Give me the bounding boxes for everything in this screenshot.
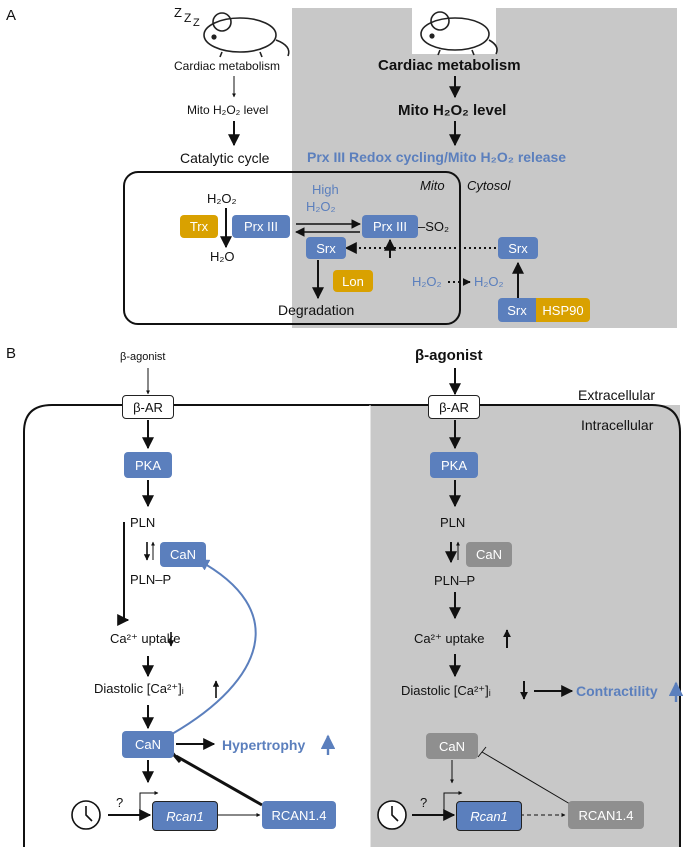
high-label: High	[312, 182, 339, 197]
clock-icon-right	[377, 800, 407, 830]
prx3-hyperoxidized-box: Prx III	[362, 215, 418, 238]
panel-b-stressed-background	[370, 405, 680, 847]
h2o-product: H₂O	[210, 249, 235, 264]
right-diastolic-ca: Diastolic [Ca²⁺]ᵢ	[401, 683, 491, 698]
right-beta-agonist: β-agonist	[415, 347, 483, 364]
arrow-br-transcription	[443, 791, 463, 815]
right-ca-uptake: Ca²⁺ uptake	[414, 631, 485, 646]
sleep-z-2: Z	[184, 11, 192, 25]
right-beta-ar-box: β-AR	[428, 395, 480, 419]
right-rcan1-gene-box: Rcan1	[456, 801, 522, 831]
panel-a-label: A	[6, 7, 17, 24]
left-ca-uptake: Ca²⁺ uptake	[110, 631, 181, 646]
so2-label: –SO₂	[418, 219, 450, 234]
hsp90-box: HSP90	[536, 298, 590, 322]
left-diastolic-ca: Diastolic [Ca²⁺]ᵢ	[94, 681, 184, 696]
right-rcan14-box: RCAN1.4	[568, 801, 644, 829]
clock-icon-left	[71, 800, 101, 830]
contractility-label: Contractility	[576, 683, 658, 699]
srx-hsp90-complex-srx: Srx	[498, 298, 536, 322]
sleep-z-3: Z	[193, 17, 200, 29]
left-can-box: CaN	[122, 731, 174, 758]
inhibit-bl-rcan14-can	[175, 754, 263, 807]
arrow-bl-pln-to-uptake	[117, 522, 130, 626]
cell-membrane	[23, 404, 681, 847]
arrow-bl-can-feedback	[171, 559, 257, 735]
left-mito-h2o2-level: Mito H₂O₂ level	[187, 103, 269, 117]
right-can-box: CaN	[426, 733, 478, 759]
high-h2o2-label: H₂O₂	[306, 199, 336, 214]
inhibit-br-rcan14-can	[481, 751, 571, 805]
sleeping-mouse-icon	[203, 12, 290, 58]
left-pka-box: PKA	[124, 452, 172, 478]
h2o2-substrate: H₂O₂	[207, 191, 237, 206]
right-pka-box: PKA	[430, 452, 478, 478]
h2o2-mito-release: H₂O₂	[412, 274, 442, 289]
extracellular-label: Extracellular	[578, 387, 656, 403]
srx-cytosol-box: Srx	[498, 237, 538, 259]
arrow-bl-transcription	[139, 791, 159, 815]
inhibit-br-bar	[477, 746, 487, 758]
degradation-label: Degradation	[278, 302, 355, 318]
lon-box: Lon	[333, 270, 373, 292]
intracellular-label: Intracellular	[581, 417, 654, 433]
right-question: ?	[420, 795, 428, 810]
left-pln-p: PLN–P	[130, 572, 172, 587]
left-rcan14-box: RCAN1.4	[262, 801, 336, 829]
right-pln: PLN	[440, 515, 466, 530]
redox-cycling-label: Prx III Redox cycling/Mito H₂O₂ release	[307, 149, 567, 165]
cytosol-label: Cytosol	[467, 178, 511, 193]
left-cardiac-metabolism: Cardiac metabolism	[174, 59, 281, 73]
panel-b-label: B	[6, 345, 17, 362]
left-rcan1-gene-box: Rcan1	[152, 801, 218, 831]
right-can-side-box: CaN	[466, 542, 512, 567]
active-mouse-icon	[420, 11, 498, 56]
right-mito-h2o2-level: Mito H₂O₂ level	[398, 102, 507, 119]
right-pln-p: PLN–P	[434, 573, 476, 588]
left-pln: PLN	[130, 515, 156, 530]
sleep-z-1: Z	[174, 5, 182, 20]
left-can-side-box: CaN	[160, 542, 206, 567]
h2o2-cytosol: H₂O₂	[474, 274, 504, 289]
trx-box: Trx	[180, 215, 218, 238]
hypertrophy-label: Hypertrophy	[222, 737, 306, 753]
left-beta-agonist: β-agonist	[120, 351, 166, 363]
srx-mito-box: Srx	[306, 237, 346, 259]
mito-label: Mito	[420, 178, 445, 193]
right-cardiac-metabolism: Cardiac metabolism	[378, 57, 521, 74]
left-catalytic-cycle: Catalytic cycle	[180, 150, 270, 166]
left-beta-ar-box: β-AR	[122, 395, 174, 419]
mouse-right-backdrop	[412, 8, 496, 54]
left-question: ?	[116, 795, 124, 810]
prx3-reduced-box: Prx III	[232, 215, 290, 238]
